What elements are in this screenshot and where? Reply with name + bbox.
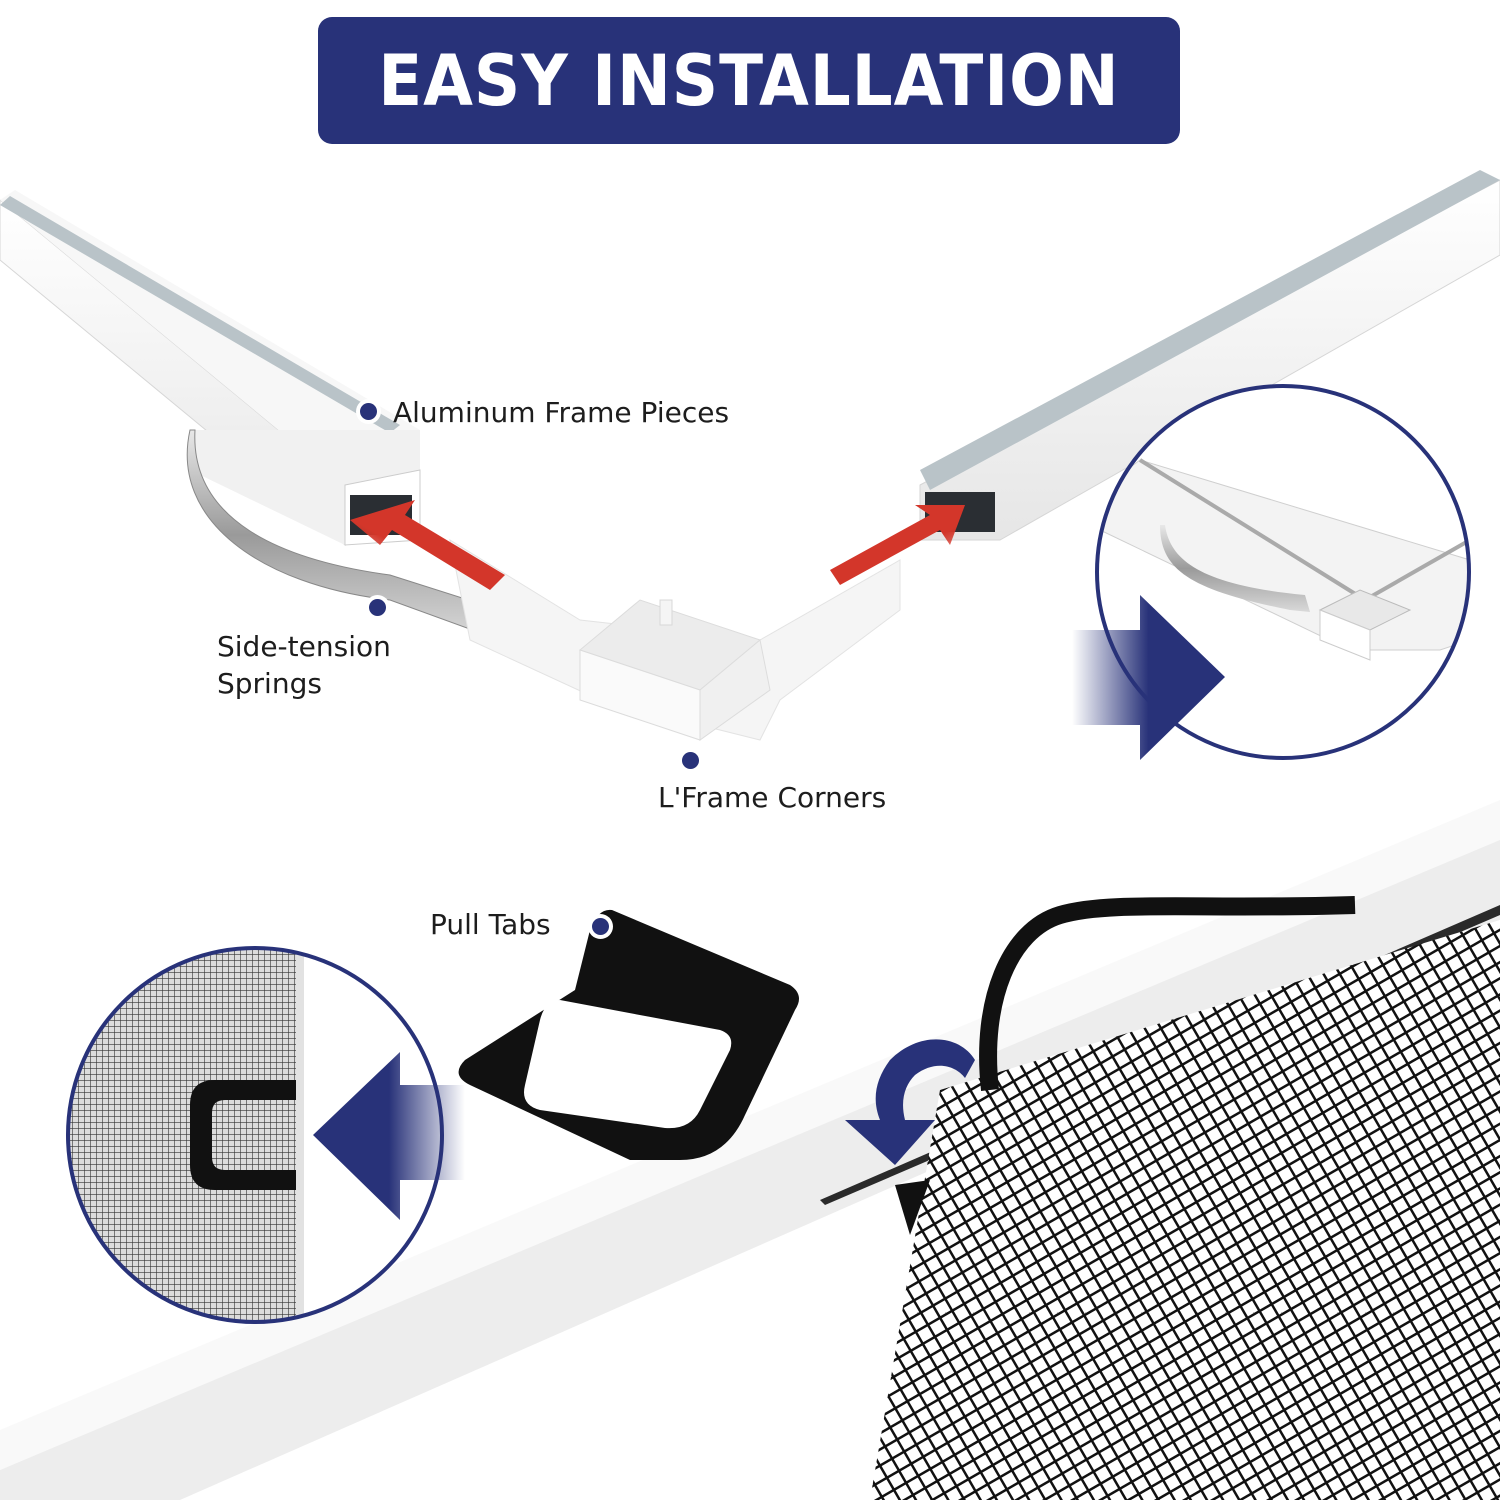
label-side-tension-line1: Side-tension — [217, 630, 391, 663]
screen-mesh — [870, 896, 1500, 1500]
label-pull-tabs: Pull Tabs — [430, 908, 551, 941]
callout-dot-corners — [682, 752, 699, 769]
callout-dot-aluminum — [360, 403, 377, 420]
blue-curved-arrow-icon — [845, 1039, 975, 1165]
red-insert-arrow-right — [830, 505, 965, 585]
label-side-tension-line2: Springs — [217, 667, 322, 700]
blue-arrow-right-icon — [1072, 595, 1225, 760]
title-banner: EASY INSTALLATION — [318, 17, 1180, 144]
label-l-frame-corners: L'Frame Corners — [658, 781, 887, 814]
red-insert-arrow-left — [350, 500, 505, 590]
l-frame-corner-piece — [449, 538, 901, 741]
pull-tab-piece — [458, 909, 799, 1160]
blue-arrow-left-icon — [313, 1052, 465, 1220]
callout-dot-pull-tabs — [592, 918, 609, 935]
left-aluminum-rail — [0, 190, 421, 547]
callout-dot-springs — [369, 599, 386, 616]
label-aluminum-frame-pieces: Aluminum Frame Pieces — [393, 396, 730, 429]
page-title: EASY INSTALLATION — [378, 39, 1120, 122]
